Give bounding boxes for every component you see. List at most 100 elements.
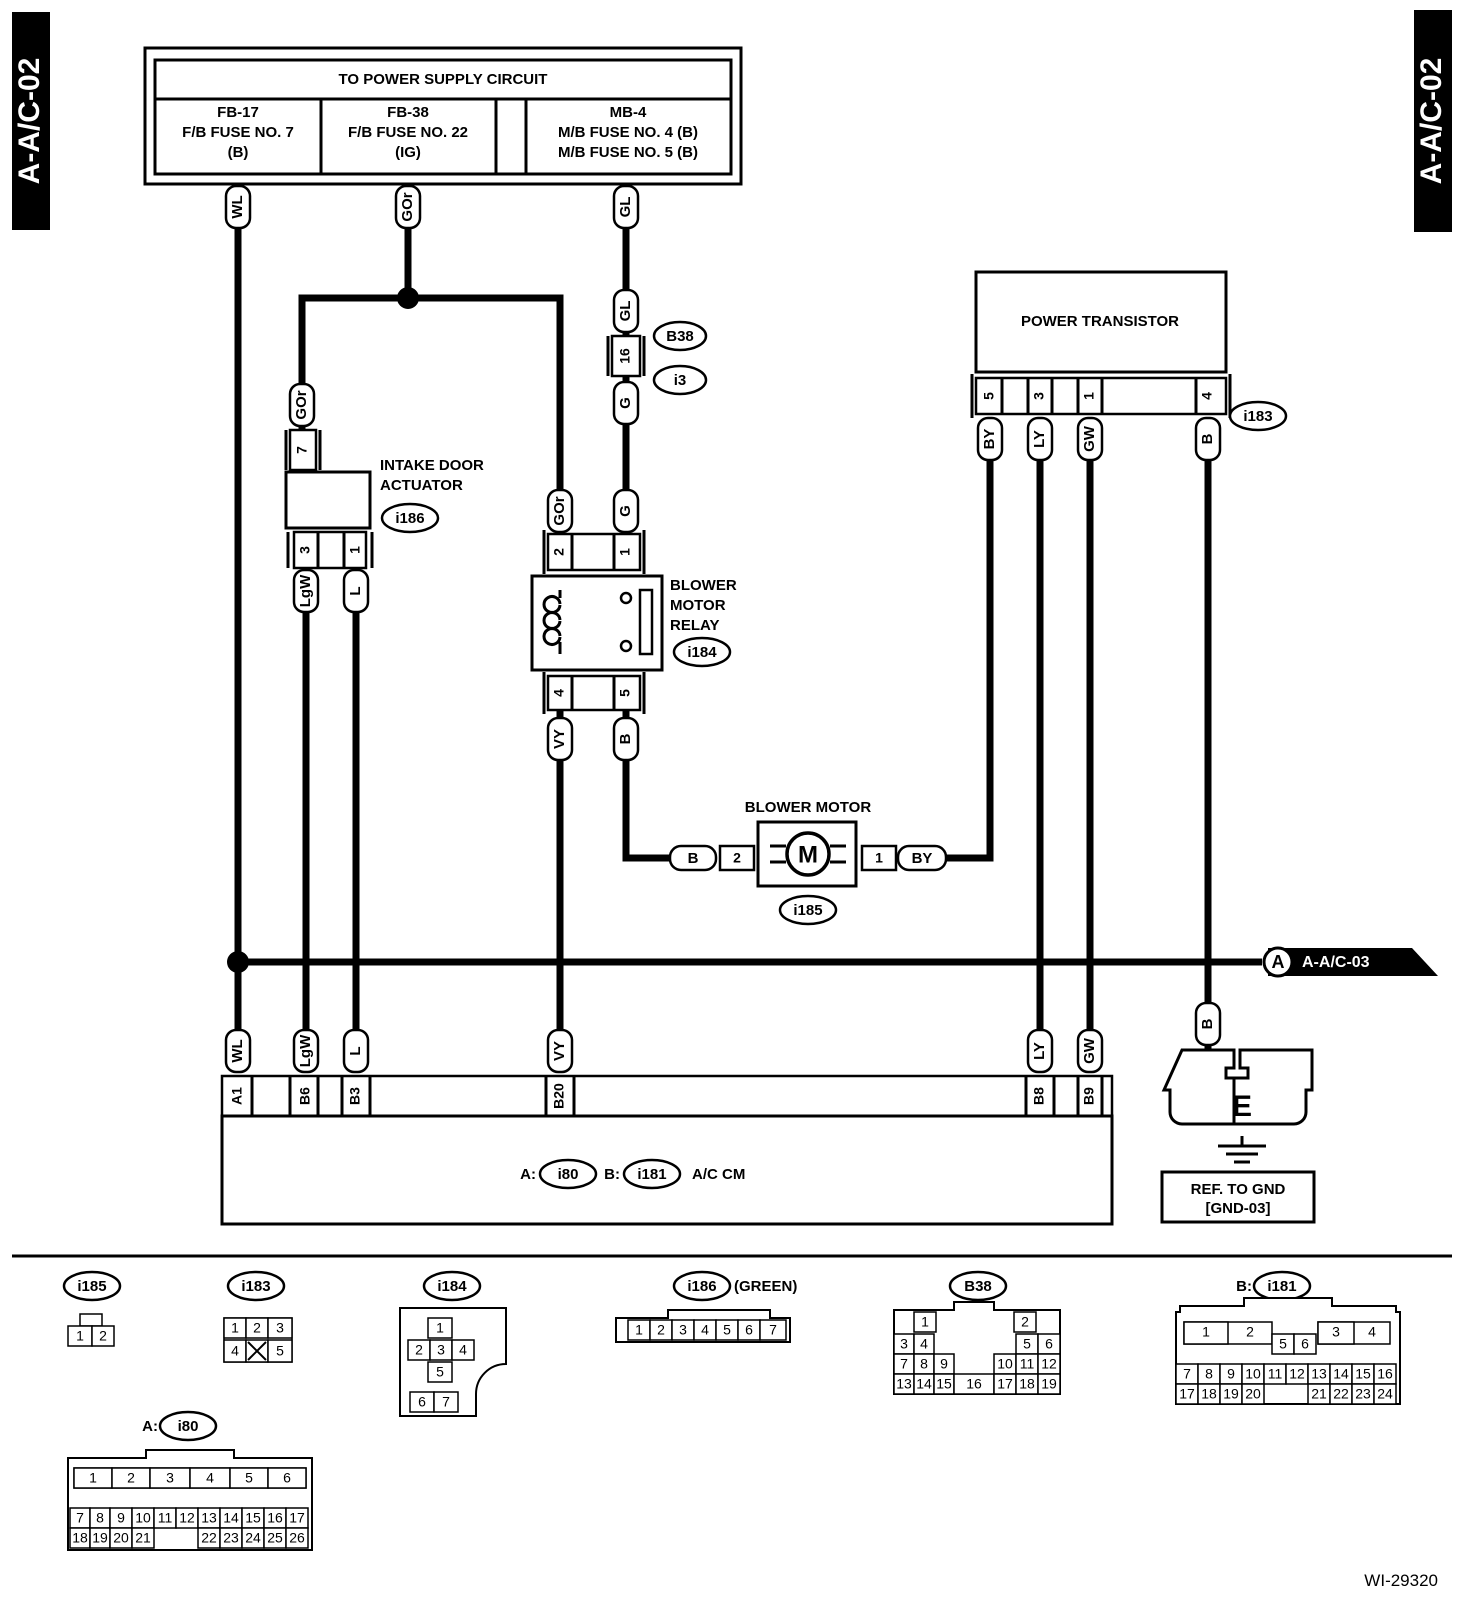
svg-text:6: 6 (1045, 1336, 1053, 1352)
wire-labels: WL GOr GL GL G GOr GOr G LgW L VY B BY L… (224, 184, 1222, 1074)
offpage-ref: A-A/C-03 (1302, 954, 1370, 971)
svg-text:23: 23 (1355, 1386, 1371, 1402)
svg-text:i185: i185 (77, 1278, 106, 1295)
wire-label-gor-top: GOr (394, 184, 422, 230)
svg-text:A:: A: (142, 1418, 158, 1435)
wire-label-b-ground: B (1194, 1001, 1222, 1047)
svg-text:6: 6 (283, 1470, 291, 1486)
svg-text:LgW: LgW (297, 1034, 314, 1067)
fuse-fb38-l2: F/B FUSE NO. 22 (348, 124, 468, 141)
i80-tag: i80 (558, 1166, 579, 1183)
svg-text:4: 4 (551, 689, 567, 697)
svg-text:A1: A1 (229, 1087, 245, 1105)
power-transistor-label: POWER TRANSISTOR (1021, 313, 1179, 330)
svg-text:22: 22 (201, 1530, 217, 1546)
svg-text:3: 3 (1031, 392, 1047, 400)
wire-label-g-i3: G (612, 380, 640, 426)
i184-tag: i184 (687, 644, 717, 661)
svg-text:B6: B6 (297, 1087, 313, 1105)
wire-label-wl-bottom: WL (224, 1028, 252, 1074)
wire-label-b-relay: B (612, 716, 640, 762)
svg-text:7: 7 (769, 1322, 777, 1338)
blower-motor-label: BLOWER MOTOR (745, 799, 872, 816)
fuse-fb17-l3: (B) (228, 144, 249, 161)
wire-label-lgw-top: LgW (292, 568, 320, 614)
svg-text:3: 3 (679, 1322, 687, 1338)
svg-text:14: 14 (1333, 1366, 1349, 1382)
svg-text:i80: i80 (178, 1418, 199, 1435)
right-page-tab: A-A/C-02 (1414, 10, 1452, 232)
svg-text:14: 14 (223, 1510, 239, 1526)
i186-tag: i186 (395, 510, 424, 527)
svg-text:L: L (347, 1046, 364, 1055)
svg-text:2: 2 (99, 1328, 107, 1344)
svg-text:WL: WL (229, 195, 246, 218)
svg-text:9: 9 (117, 1510, 125, 1526)
svg-text:26: 26 (289, 1530, 305, 1546)
svg-text:VY: VY (551, 1041, 568, 1061)
svg-text:B38: B38 (964, 1278, 992, 1295)
view-i184: i184 1 2 3 4 5 6 7 (399, 1270, 507, 1417)
wire-label-lgw-bottom: LgW (292, 1028, 320, 1074)
svg-text:i181: i181 (1267, 1278, 1296, 1295)
svg-text:13: 13 (1311, 1366, 1327, 1382)
i185-tag: i185 (793, 902, 822, 919)
svg-text:B9: B9 (1081, 1087, 1097, 1105)
view-i183: i183 1 2 3 4 5 (223, 1270, 293, 1363)
svg-text:B: B (1199, 1018, 1216, 1029)
gnd-ref-l1: REF. TO GND (1191, 1181, 1286, 1198)
ground-label: E (1232, 1090, 1252, 1123)
svg-text:A:: A: (520, 1166, 536, 1183)
intake-label-l2: ACTUATOR (380, 477, 463, 494)
svg-text:2: 2 (657, 1322, 665, 1338)
svg-text:1: 1 (1081, 392, 1097, 400)
svg-text:8: 8 (96, 1510, 104, 1526)
svg-text:(GREEN): (GREEN) (734, 1278, 797, 1295)
svg-text:23: 23 (223, 1530, 239, 1546)
svg-text:10: 10 (997, 1356, 1013, 1372)
svg-text:21: 21 (1311, 1386, 1327, 1402)
svg-text:4: 4 (920, 1336, 928, 1352)
intake-door-actuator: 7 3 1 INTAKE DOOR ACTUATOR i186 (284, 428, 484, 570)
svg-text:15: 15 (1355, 1366, 1371, 1382)
svg-text:18: 18 (1201, 1386, 1217, 1402)
svg-text:2: 2 (733, 850, 741, 866)
svg-text:7: 7 (76, 1510, 84, 1526)
svg-text:1: 1 (231, 1320, 239, 1336)
wire-label-gw-top: GW (1076, 416, 1104, 462)
power-transistor: POWER TRANSISTOR 5 3 1 4 i183 (970, 270, 1288, 432)
svg-text:WL: WL (229, 1039, 246, 1062)
svg-text:VY: VY (551, 729, 568, 749)
svg-text:B8: B8 (1031, 1087, 1047, 1105)
svg-text:LY: LY (1031, 1042, 1048, 1060)
svg-text:i186: i186 (687, 1278, 716, 1295)
svg-text:20: 20 (1245, 1386, 1261, 1402)
view-i186: i186 (GREEN) 1 2 3 4 5 6 7 (615, 1270, 797, 1343)
wire-label-b-transistor: B (1194, 416, 1222, 462)
svg-text:B: B (688, 850, 699, 867)
svg-text:i183: i183 (241, 1278, 270, 1295)
svg-text:2: 2 (1246, 1324, 1254, 1340)
svg-text:19: 19 (92, 1530, 108, 1546)
svg-text:18: 18 (1019, 1376, 1035, 1392)
svg-text:17: 17 (289, 1510, 305, 1526)
svg-text:17: 17 (997, 1376, 1013, 1392)
svg-text:5: 5 (723, 1322, 731, 1338)
svg-text:BY: BY (981, 429, 998, 450)
svg-text:5: 5 (276, 1343, 284, 1359)
offpage-marker: A (1272, 952, 1285, 972)
blower-motor: BLOWER MOTOR 2 1 M i185 (718, 799, 898, 926)
svg-text:25: 25 (267, 1530, 283, 1546)
svg-text:12: 12 (179, 1510, 195, 1526)
view-i80: A: i80 1 2 3 4 5 6 7 8 9 10 11 12 13 14 … (67, 1410, 313, 1551)
svg-text:GW: GW (1081, 1037, 1098, 1064)
intake-label-l1: INTAKE DOOR (380, 457, 484, 474)
svg-text:3: 3 (276, 1320, 284, 1336)
svg-text:3: 3 (166, 1470, 174, 1486)
svg-text:16: 16 (617, 348, 633, 364)
svg-text:5: 5 (245, 1470, 253, 1486)
svg-text:LgW: LgW (297, 574, 314, 607)
figure-code: WI-29320 (1364, 1571, 1438, 1590)
svg-text:14: 14 (916, 1376, 932, 1392)
